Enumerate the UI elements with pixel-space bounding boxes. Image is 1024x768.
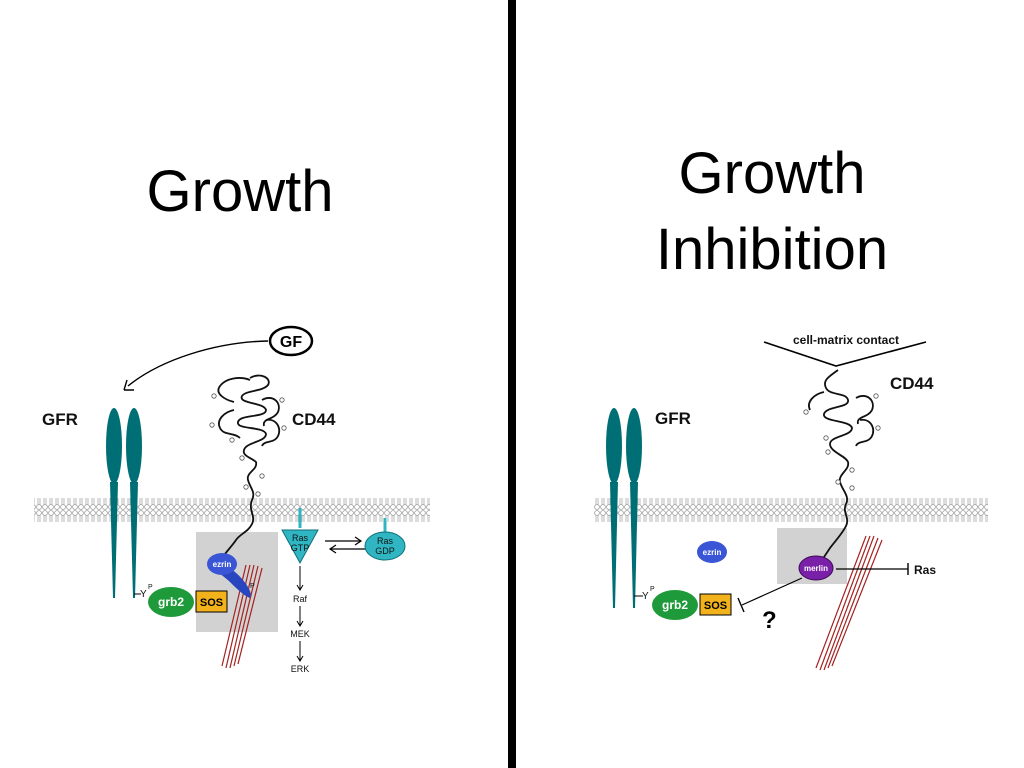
right-p-label: P bbox=[650, 586, 655, 593]
left-mapk-arrows bbox=[296, 566, 304, 662]
left-gfr-receptor bbox=[106, 408, 142, 598]
right-merlin bbox=[798, 555, 834, 581]
left-cd44-label: CD44 bbox=[292, 410, 336, 429]
left-gfr-label: GFR bbox=[42, 410, 78, 429]
left-cd44-molecule bbox=[217, 374, 281, 559]
left-ras-gdp bbox=[364, 531, 406, 561]
right-ras-label: Ras bbox=[914, 563, 936, 577]
left-mek-label: MEK bbox=[290, 629, 310, 639]
right-title-line2: Inhibition bbox=[656, 217, 888, 282]
right-grb2 bbox=[652, 590, 698, 620]
left-ezrin-label: ezrin bbox=[213, 560, 232, 569]
merlin-sos-bar bbox=[737, 597, 745, 613]
cell-matrix-bracket bbox=[763, 341, 927, 367]
right-cd44-sites bbox=[803, 393, 881, 491]
right-membrane bbox=[594, 494, 988, 524]
left-ras-gtp-label-1: Ras bbox=[292, 533, 309, 543]
left-title: Growth bbox=[147, 159, 334, 224]
left-sos bbox=[195, 590, 228, 613]
left-ras-gdp-label-1: Ras bbox=[377, 536, 394, 546]
left-cd44-sites bbox=[209, 393, 287, 497]
cell-matrix-label: cell-matrix contact bbox=[793, 333, 899, 347]
left-ras-exchange-arrows bbox=[325, 536, 366, 554]
left-grb2 bbox=[148, 587, 194, 617]
right-y-label: Y bbox=[642, 591, 649, 602]
right-gfr-label: GFR bbox=[655, 409, 691, 428]
left-erk-label: ERK bbox=[291, 664, 310, 674]
right-grb2-label: grb2 bbox=[662, 598, 688, 612]
left-raf-label: Raf bbox=[293, 594, 308, 604]
left-sos-label: SOS bbox=[200, 597, 223, 609]
gf-binding-arrow bbox=[127, 340, 269, 387]
left-grb2-label: grb2 bbox=[158, 595, 184, 609]
left-membrane bbox=[34, 495, 430, 525]
right-ezrin bbox=[697, 541, 727, 563]
right-ezrin-label: ezrin bbox=[703, 548, 722, 557]
gf-label: GF bbox=[280, 334, 302, 351]
right-cd44-molecule bbox=[808, 369, 875, 567]
left-ras-gtp bbox=[281, 529, 319, 565]
right-title-line1: Growth bbox=[679, 141, 866, 206]
right-question-mark: ? bbox=[762, 607, 777, 634]
left-ezrin bbox=[207, 553, 237, 575]
left-ezrin-p-label: P bbox=[250, 583, 255, 590]
right-gfr-receptor bbox=[606, 408, 642, 608]
left-y-label: Y bbox=[140, 589, 147, 600]
left-p-label: P bbox=[148, 584, 153, 591]
merlin-sos-inhibition bbox=[741, 577, 803, 606]
panel-divider bbox=[508, 0, 516, 768]
gf-arrowhead bbox=[123, 379, 134, 391]
left-ras-gdp-label-2: GDP bbox=[375, 546, 395, 556]
right-sos-label: SOS bbox=[704, 600, 727, 612]
right-merlin-label: merlin bbox=[804, 564, 828, 573]
gf-ligand: GF bbox=[268, 325, 314, 357]
left-ras-gtp-label-2: GTP bbox=[291, 543, 310, 553]
right-sos bbox=[699, 593, 732, 616]
right-actin-filaments bbox=[815, 535, 883, 671]
right-cd44-label: CD44 bbox=[890, 374, 934, 393]
